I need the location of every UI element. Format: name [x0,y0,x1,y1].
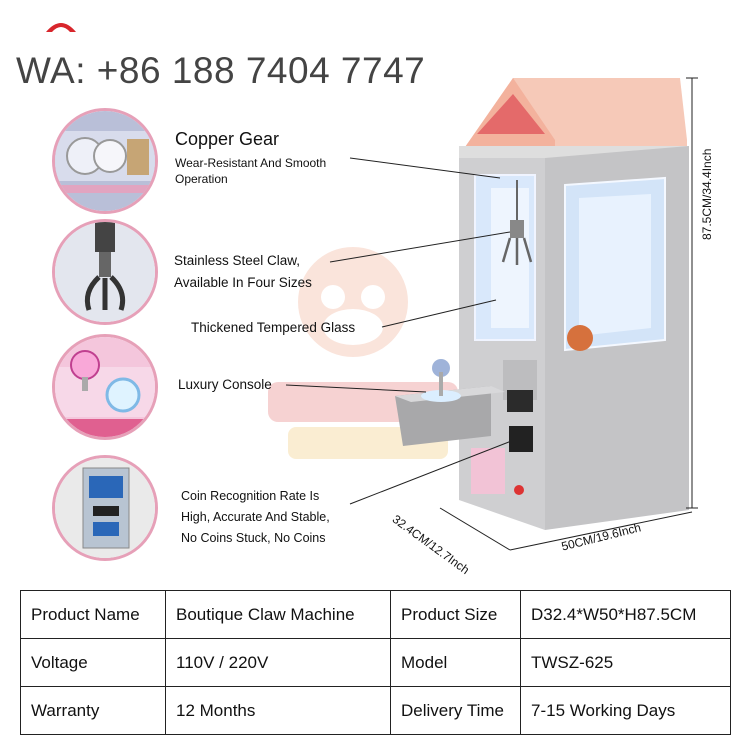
copper-gear-description: Wear-Resistant And Smooth Operation [175,156,327,186]
spec-value-product-size: D32.4*W50*H87.5CM [520,590,731,639]
coin-line-3: No Coins Stuck, No Coins [181,531,326,545]
spec-label-model: Model [390,638,521,687]
coin-acceptor-image-icon [55,458,155,558]
luxury-console-label: Luxury Console [178,377,272,392]
spec-value-product-name: Boutique Claw Machine [165,590,391,639]
coin-line-1: Coin Recognition Rate Is [181,489,320,503]
copper-gear-image-icon [55,111,155,211]
luxury-console-image-icon [55,337,155,437]
table-row: Warranty 12 Months Delivery Time 7-15 Wo… [20,686,731,735]
spec-value-delivery-time: 7-15 Working Days [520,686,731,735]
specs-table: Product Name Boutique Claw Machine Produ… [20,590,731,735]
steel-claw-line-1: Stainless Steel Claw, [174,253,301,268]
luxury-console-thumbnail [52,334,158,440]
whatsapp-contact: WA: +86 188 7404 7747 [16,50,426,91]
spec-value-voltage: 110V / 220V [165,638,391,687]
height-dimension: 87.5CM/34.4Inch [700,148,714,240]
steel-claw-image-icon [55,222,155,322]
spec-value-warranty: 12 Months [165,686,391,735]
spec-value-model: TWSZ-625 [520,638,731,687]
steel-claw-label: Stainless Steel Claw, Available In Four … [174,250,312,294]
copper-gear-thumbnail [52,108,158,214]
copper-gear-title: Copper Gear [175,129,280,149]
spec-label-warranty: Warranty [20,686,166,735]
coin-acceptor-thumbnail [52,455,158,561]
spec-label-voltage: Voltage [20,638,166,687]
spec-label-product-size: Product Size [390,590,521,639]
table-row: Voltage 110V / 220V Model TWSZ-625 [20,638,731,687]
claw-machine-illustration [395,78,689,530]
roof-emblem-icon [477,94,545,134]
joystick-icon [432,359,450,377]
steel-claw-thumbnail [52,219,158,325]
tempered-glass-label: Thickened Tempered Glass [191,320,356,335]
steel-claw-line-2: Available In Four Sizes [174,275,312,290]
coin-recognition-label: Coin Recognition Rate Is High, Accurate … [181,486,330,549]
table-row: Product Name Boutique Claw Machine Produ… [20,590,731,639]
spec-label-product-name: Product Name [20,590,166,639]
logo-mark-icon [46,23,76,32]
spec-label-delivery-time: Delivery Time [390,686,521,735]
coin-line-2: High, Accurate And Stable, [181,510,330,524]
